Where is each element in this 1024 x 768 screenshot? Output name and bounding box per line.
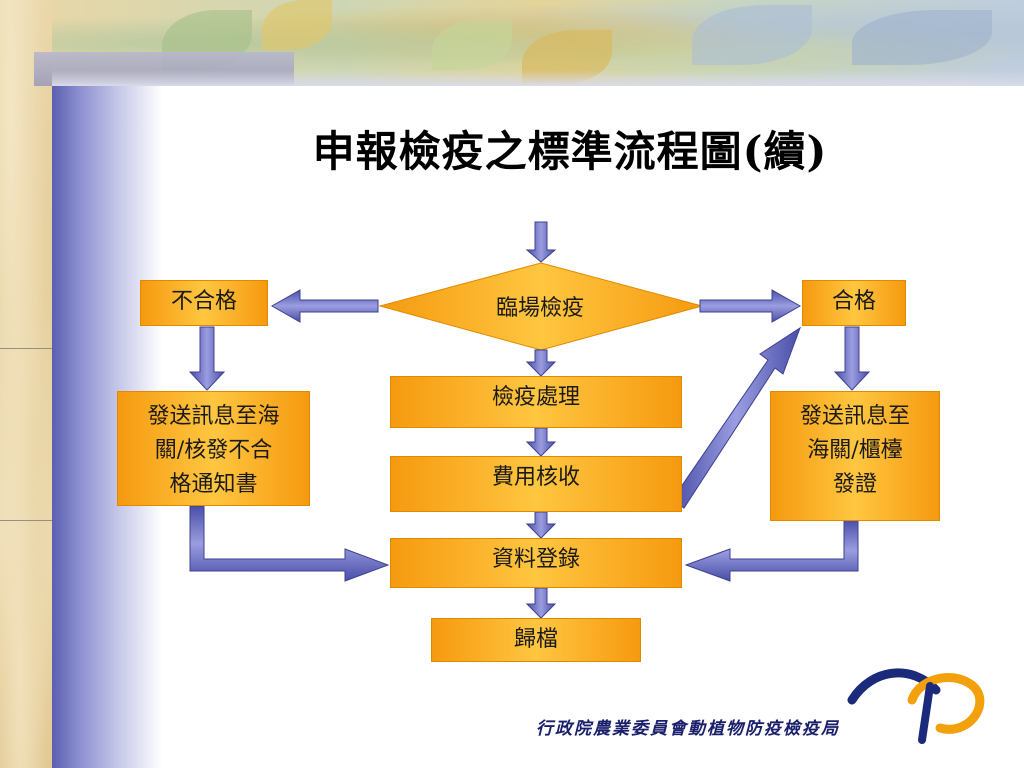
agency-name: 行政院農業委員會動植物防疫檢疫局 <box>536 714 896 739</box>
arrow-fail-to-record <box>190 506 388 581</box>
arrow-pass-down <box>835 327 869 390</box>
process-step-label: 檢疫處理 <box>492 377 580 413</box>
archive-step-label: 歸檔 <box>514 619 558 655</box>
arrow-to-fail <box>272 290 378 322</box>
fail-result-label: 不合格 <box>171 281 237 317</box>
arrow-step1-step2 <box>527 428 555 456</box>
entry-arrow <box>527 222 555 262</box>
payment-step-box: 費用核收 <box>390 456 682 512</box>
arrow-fail-down <box>190 327 224 390</box>
pass-result-box: 合格 <box>802 280 906 326</box>
record-step-box: 資料登錄 <box>390 538 682 588</box>
pass-action-label: 發送訊息至 海關/櫃檯 發證 <box>800 392 910 502</box>
payment-step-label: 費用核收 <box>492 457 580 493</box>
process-step-box: 檢疫處理 <box>390 376 682 428</box>
arrow-step3-step4 <box>527 588 555 618</box>
arrow-pass-to-record <box>686 520 858 581</box>
arrow-to-pass <box>700 290 800 322</box>
pass-result-label: 合格 <box>832 281 876 317</box>
archive-step-box: 歸檔 <box>431 618 641 662</box>
arrow-step2-step3 <box>527 512 555 538</box>
fail-result-box: 不合格 <box>140 280 268 326</box>
fail-action-box: 發送訊息至海 關/核發不合 格通知書 <box>117 391 310 506</box>
pass-action-box: 發送訊息至 海關/櫃檯 發證 <box>770 391 940 521</box>
record-step-label: 資料登錄 <box>492 539 580 575</box>
decision-label: 臨場檢疫 <box>440 290 640 322</box>
arrow-diamond-down <box>527 350 555 376</box>
fail-action-label: 發送訊息至海 關/核發不合 格通知書 <box>147 392 279 502</box>
